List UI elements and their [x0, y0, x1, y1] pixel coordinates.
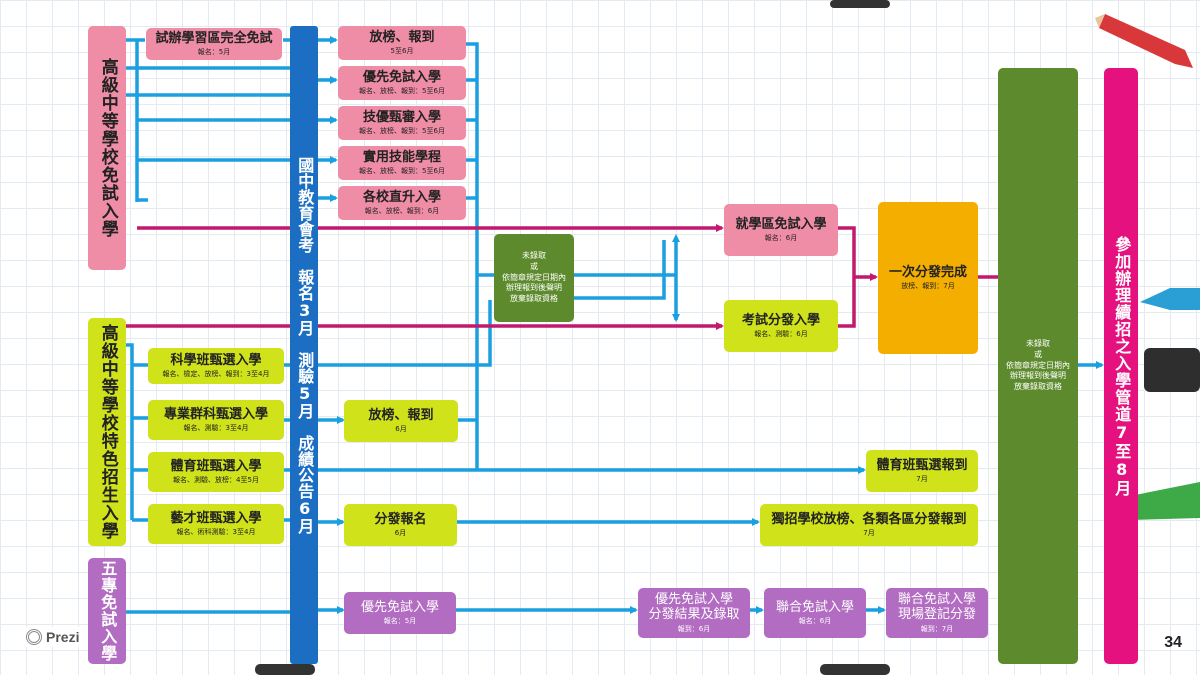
box-skill-priority: 技優甄審入學 報名、放榜、報到：5至6月 — [338, 106, 466, 140]
pencil-decoration-icon — [1144, 348, 1200, 392]
box-unadmitted: 未錄取 或 依簡章規定日期內 辦理報到後聲明 放棄錄取資格 — [494, 234, 574, 322]
group-high-free: 高級中等學校免試入學 — [88, 26, 126, 270]
box-five-joint: 聯合免試入學 報名：6月 — [764, 588, 866, 638]
box-announce-report-2: 放榜、報到 6月 — [344, 400, 458, 442]
pencil-decoration-icon — [1140, 288, 1200, 310]
box-one-time-distribution: 一次分發完成 放榜、報到：7月 — [878, 202, 978, 354]
pencil-decoration-icon — [830, 0, 890, 8]
box-pilot-free: 試辦學習區完全免試 報名：5月 — [146, 28, 282, 60]
prezi-logo-icon — [26, 629, 42, 645]
box-five-onsite: 聯合免試入學 現場登記分發 報到：7月 — [886, 588, 988, 638]
pencil-decoration-icon — [255, 664, 315, 675]
prezi-logo[interactable]: Prezi — [22, 627, 84, 647]
group-high-special: 高級中等學校特色招生入學 — [88, 318, 126, 546]
box-district-free: 就學區免試入學 報名：6月 — [724, 204, 838, 256]
box-direct-promotion: 各校直升入學 報名、放榜、報到：6月 — [338, 186, 466, 220]
box-professional-group: 專業群科甄選入學 報名、測驗：3至4月 — [148, 400, 284, 440]
box-unadmitted-final: 未錄取 或 依簡章規定日期內 辦理報到後聲明 放棄錄取資格 — [998, 68, 1078, 664]
pencil-decoration-icon — [820, 664, 890, 675]
pencil-decoration-icon — [1095, 14, 1193, 68]
box-science-class: 科學班甄選入學 報名、檢定、放榜、報到：3至4月 — [148, 348, 284, 384]
box-arts-class: 藝才班甄選入學 報名、術科測驗：3至4月 — [148, 504, 284, 544]
box-priority-free: 優先免試入學 報名、放榜、報到：5至6月 — [338, 66, 466, 100]
box-continue-recruit: 參加辦理續招之入學管道7至8月 — [1104, 68, 1138, 664]
box-exam-distribution: 考試分發入學 報名、測驗：6月 — [724, 300, 838, 352]
box-distribution-signup: 分發報名 6月 — [344, 504, 457, 546]
box-five-priority-result: 優先免試入學 分發結果及錄取 報到：6月 — [638, 588, 750, 638]
box-sports-report: 體育班甄選報到 7月 — [866, 450, 978, 492]
page-number: 34 — [1164, 634, 1182, 651]
box-practical-skills: 實用技能學程 報名、放榜、報到：5至6月 — [338, 146, 466, 180]
box-independent-recruit: 獨招學校放榜、各類各區分發報到 7月 — [760, 504, 978, 546]
exam-bar: 國中教育會考 報名3月 測驗5月 成績公告6月 — [290, 26, 318, 664]
group-five-year: 五專免試入學 — [88, 558, 126, 664]
box-announce-report: 放榜、報到 5至6月 — [338, 26, 466, 60]
box-sports-class: 體育班甄選入學 報名、測驗、放榜：4至5月 — [148, 452, 284, 492]
box-five-priority: 優先免試入學 報名：5月 — [344, 592, 456, 634]
